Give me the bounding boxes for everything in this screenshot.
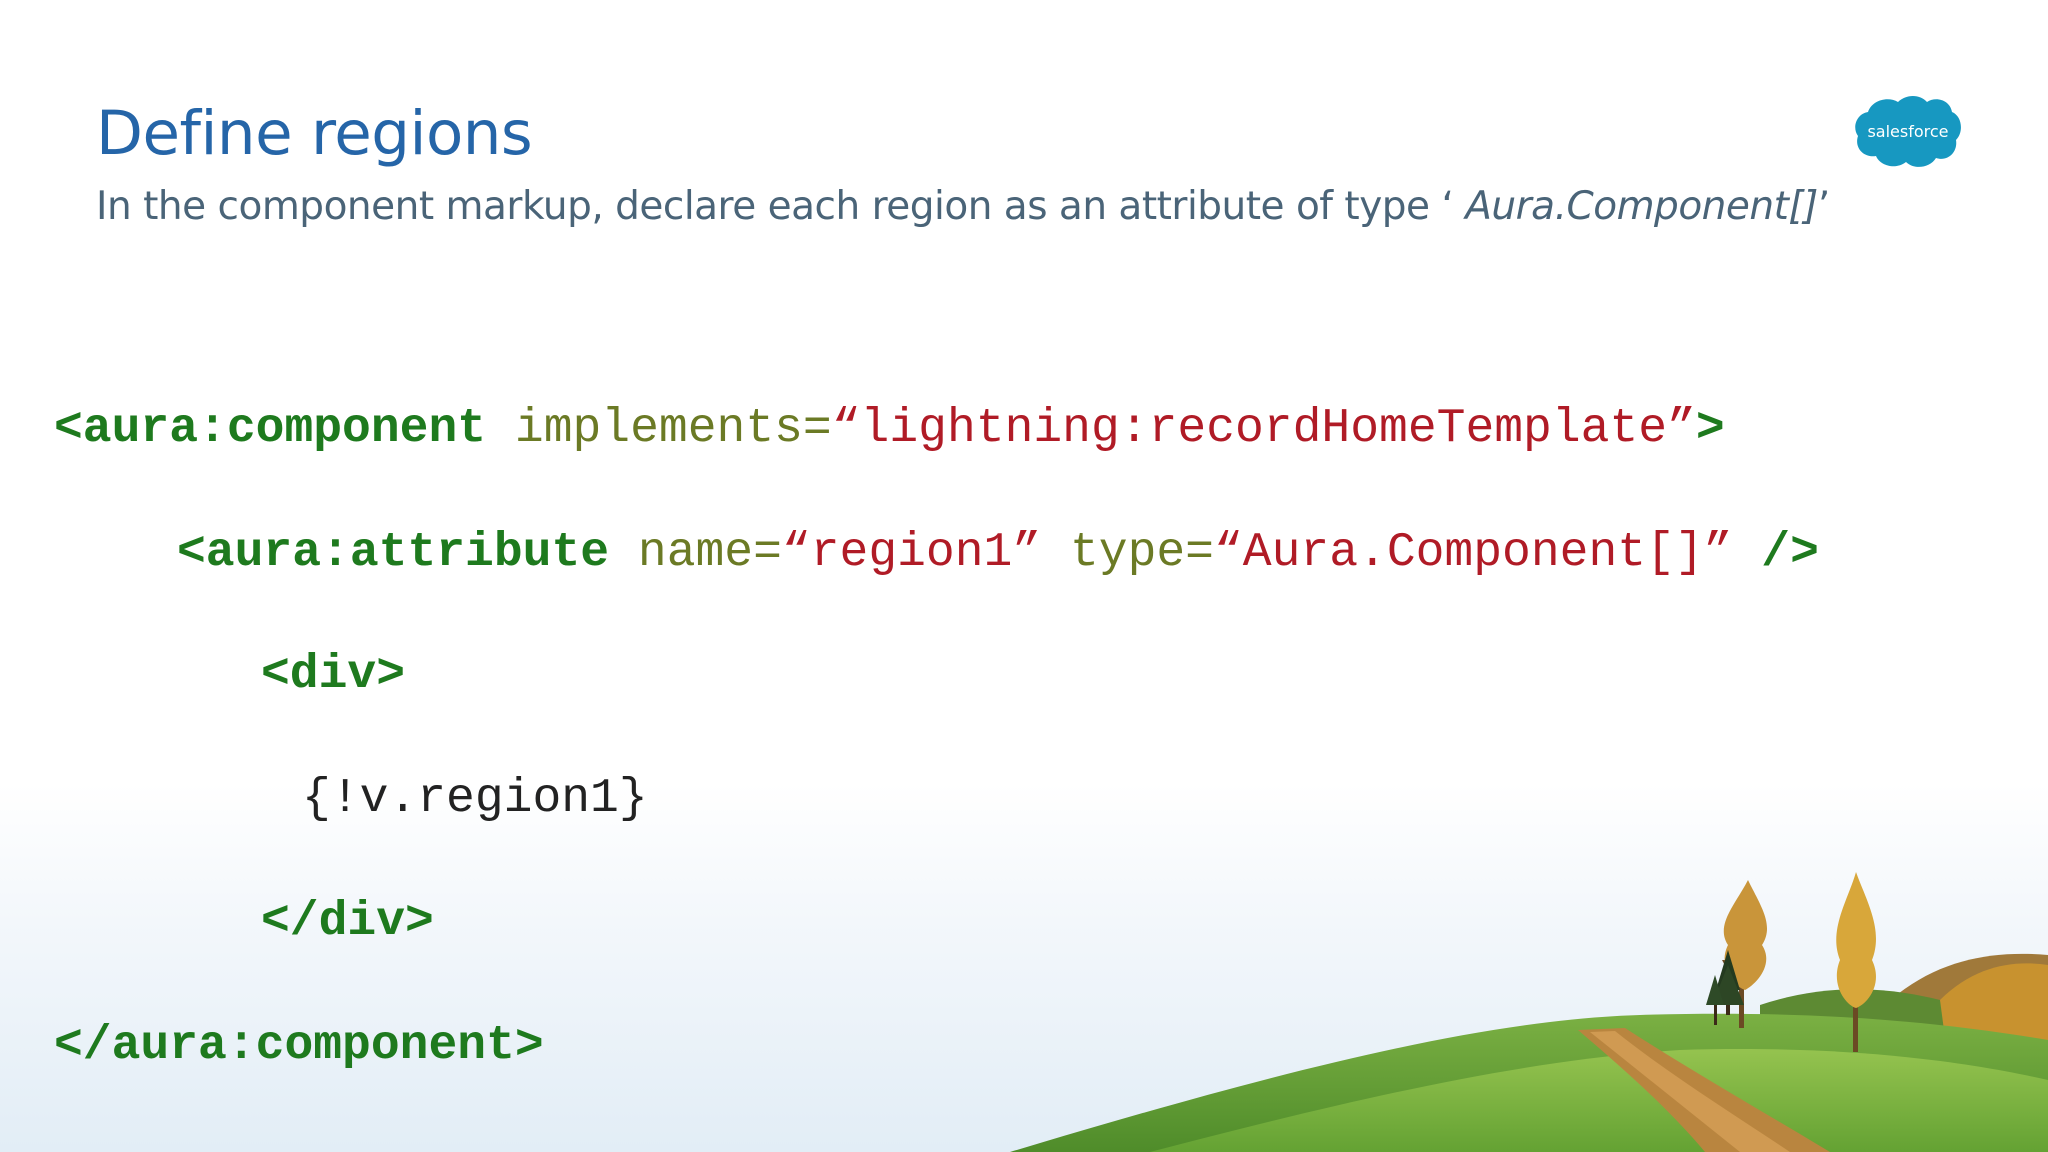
code-string: “lightning:recordHomeTemplate” <box>831 402 1696 456</box>
salesforce-logo: salesforce <box>1852 92 1964 172</box>
salesforce-cloud-icon: salesforce <box>1855 96 1961 167</box>
code-line-div-close: </div> <box>261 895 434 949</box>
code-attr-name: name= <box>609 526 782 580</box>
subtitle-type: Aura.Component[] <box>1465 184 1818 229</box>
code-tag: </aura:component> <box>54 1019 544 1073</box>
subtitle-suffix: ’ <box>1817 184 1830 229</box>
logo-text: salesforce <box>1867 122 1948 141</box>
code-block: <aura:component implements=“lightning:re… <box>0 0 1819 1073</box>
code-line-component-open: <aura:component implements=“lightning:re… <box>54 402 1725 456</box>
code-tag: <div> <box>261 648 406 702</box>
code-tag: </div> <box>261 895 434 949</box>
code-expression: {!v.region1} <box>302 772 648 826</box>
slide-title: Define regions <box>96 98 533 169</box>
code-line-expression: {!v.region1} <box>302 772 648 826</box>
tree-group <box>1706 872 1876 1052</box>
code-line-div-open: <div> <box>261 648 405 702</box>
code-attr: implements= <box>486 402 832 456</box>
code-string-name: “region1” <box>781 526 1042 580</box>
code-tag: <aura:component <box>54 402 487 456</box>
code-string-type: “Aura.Component[]” <box>1213 526 1733 580</box>
code-tag: <aura:attribute <box>177 526 610 580</box>
slide-subtitle: In the component markup, declare each re… <box>96 184 1830 229</box>
subtitle-text: In the component markup, declare each re… <box>96 184 1466 229</box>
code-line-attribute: <aura:attribute name=“region1” type=“Aur… <box>177 526 1819 580</box>
code-tag-selfclose: /> <box>1732 526 1819 580</box>
code-attr-type: type= <box>1041 526 1214 580</box>
code-tag-close: > <box>1695 402 1725 456</box>
code-line-component-close: </aura:component> <box>54 1019 544 1073</box>
